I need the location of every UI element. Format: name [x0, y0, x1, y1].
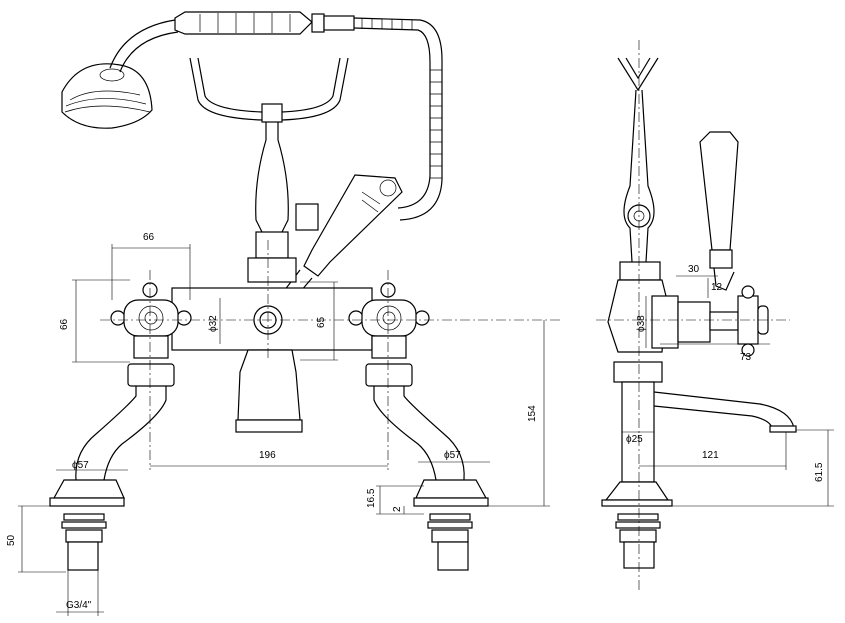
dim-centres: 196: [150, 450, 388, 467]
dim-side-spout-height-label: 61.5: [814, 462, 825, 482]
body-column-nut: [247, 257, 297, 283]
dim-tail-length-label: 50: [6, 534, 17, 546]
dim-side-body-diameter: ϕ38: [636, 296, 647, 348]
dim-body-height-label: 65: [316, 316, 327, 328]
dim-thread-label: G3/4": [66, 600, 92, 611]
side-cradle: [617, 57, 659, 263]
dim-handle-width: 66: [111, 232, 191, 300]
side-column-nut: [613, 361, 663, 383]
right-leg: [373, 386, 489, 571]
dim-base-gap-label: 2: [392, 506, 403, 512]
dim-shank-left: ϕ57: [56, 460, 128, 471]
dim-side-lever-offset-label: 30: [688, 264, 700, 275]
dim-body-diameter-label: ϕ32: [208, 315, 219, 332]
dim-side-lever-reach-label: 73: [740, 352, 752, 363]
side-spout: [653, 391, 797, 433]
dim-side-body-diameter-label: ϕ38: [636, 315, 647, 332]
left-leg: [49, 386, 167, 571]
tap-body: [171, 287, 373, 351]
side-top-nut: [619, 261, 661, 281]
dim-base: 16.5 2: [366, 485, 424, 515]
dim-shank-right-label: ϕ57: [444, 450, 461, 461]
dim-side-lever-rise-label: 12: [711, 282, 723, 293]
dim-side-spout-reach-label: 121: [702, 450, 719, 461]
side-view: 30 12 ϕ38 73 ϕ25 121: [596, 40, 834, 590]
dim-centres-label: 196: [259, 450, 276, 461]
dim-handle-width-label: 66: [143, 232, 155, 243]
dim-handle-height: 66: [59, 279, 130, 363]
shower-handset: [61, 11, 355, 129]
dim-side-lever-offset: 30: [676, 264, 718, 277]
dim-body-diameter: ϕ32: [208, 298, 221, 344]
dim-side-column-diameter: ϕ25: [622, 431, 654, 445]
dim-overall-height: 154: [488, 320, 550, 507]
side-base: [601, 481, 673, 569]
side-body: [607, 279, 769, 357]
dim-overall-height-label: 154: [527, 405, 538, 422]
dim-shank-left-label: ϕ57: [72, 460, 89, 471]
left-crosshead-handle: [110, 282, 192, 387]
shower-hose: [353, 17, 443, 221]
dim-side-lever-reach: 73: [660, 343, 770, 363]
front-spout: [235, 349, 303, 433]
side-lever-handle: [699, 131, 739, 291]
dim-body-height: 65: [300, 281, 338, 361]
dim-thread: G3/4": [56, 570, 104, 616]
right-crosshead-handle: [348, 282, 430, 387]
dim-handle-height-label: 66: [59, 318, 70, 330]
handset-cradle: [189, 57, 349, 233]
body-column-collar: [255, 231, 289, 259]
dim-base-height-label: 16.5: [366, 488, 377, 508]
dim-side-spout-reach: 121: [639, 432, 787, 470]
dim-side-spout-height: 61.5: [672, 429, 834, 507]
front-view: 66 66 ϕ32 65 196 154: [6, 11, 560, 616]
dim-side-lever-rise: 12: [707, 278, 723, 298]
dim-shank-right: ϕ57: [418, 450, 490, 463]
dim-tail-length: 50: [6, 505, 66, 573]
dim-side-column-diameter-label: ϕ25: [626, 434, 643, 445]
